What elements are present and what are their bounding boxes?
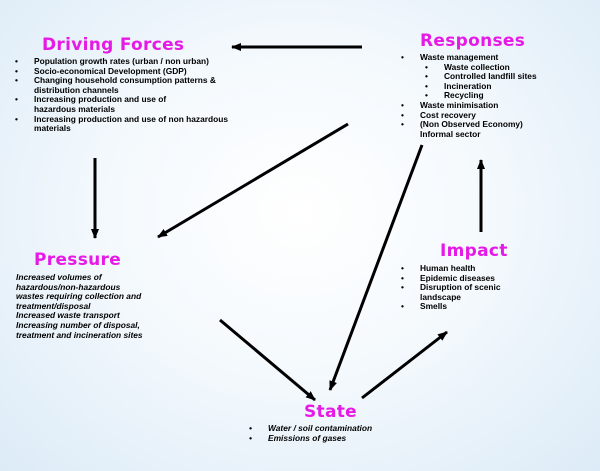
list-item: Incineration: [400, 81, 595, 92]
list-item: Controlled landfill sites: [400, 72, 595, 82]
list-item: Waste minimisation: [400, 100, 595, 111]
arrow-pressure-to-state: [219, 318, 316, 402]
list-item: Population growth rates (urban / non urb…: [14, 56, 284, 67]
impact-title: Impact: [440, 241, 508, 261]
pressure-title: Pressure: [34, 250, 122, 270]
list-item: (Non Observed Economy): [400, 120, 595, 130]
list-item: Changing household consumption patterns …: [14, 75, 244, 95]
list-item: Smells: [400, 302, 550, 312]
pressure-line: hazardous/non-hazardous: [16, 281, 121, 292]
driving-forces-title: Driving Forces: [42, 35, 185, 55]
list-item: Socio-economical Development (GDP): [14, 66, 284, 77]
responses-list: Waste management Waste collection Contro…: [400, 52, 595, 139]
list-item: Water / soil contamination: [248, 423, 448, 434]
arrow-responses-to-pressure: [157, 122, 349, 239]
list-item: Emissions of gases: [248, 433, 448, 444]
pressure-line: Increased volumes of: [16, 272, 102, 282]
arrow-responses-to-state: [328, 144, 424, 391]
list-item: Cost recovery: [400, 110, 595, 121]
list-item: Disruption of scenic landscape: [400, 282, 530, 302]
pressure-line: treatment and incineration sites: [16, 329, 143, 340]
list-item: Increasing production and use of hazardo…: [14, 95, 194, 114]
state-title: State: [304, 402, 357, 422]
list-item: Waste management: [400, 52, 595, 63]
pressure-line: treatment/disposal: [16, 300, 91, 311]
pressure-line: Increased waste transport: [16, 310, 120, 321]
state-list: Water / soil contamination Emissions of …: [248, 423, 448, 444]
arrow-state-to-impact: [361, 330, 448, 400]
pressure-description: Increased volumes of hazardous/non-hazar…: [16, 272, 206, 340]
list-item: Epidemic diseases: [400, 273, 550, 284]
responses-title: Responses: [420, 31, 526, 51]
list-item: Recycling: [400, 91, 595, 101]
driving-forces-list: Population growth rates (urban / non urb…: [14, 56, 284, 134]
list-item: Informal sector: [420, 128, 481, 139]
list-item: Waste collection: [400, 62, 595, 73]
impact-list: Human health Epidemic diseases Disruptio…: [400, 263, 550, 312]
pressure-line: Increasing number of disposal,: [16, 319, 140, 330]
list-item: Human health: [400, 263, 550, 274]
pressure-line: wastes requiring collection and: [16, 291, 142, 302]
list-item: Increasing production and use of non haz…: [14, 114, 244, 134]
